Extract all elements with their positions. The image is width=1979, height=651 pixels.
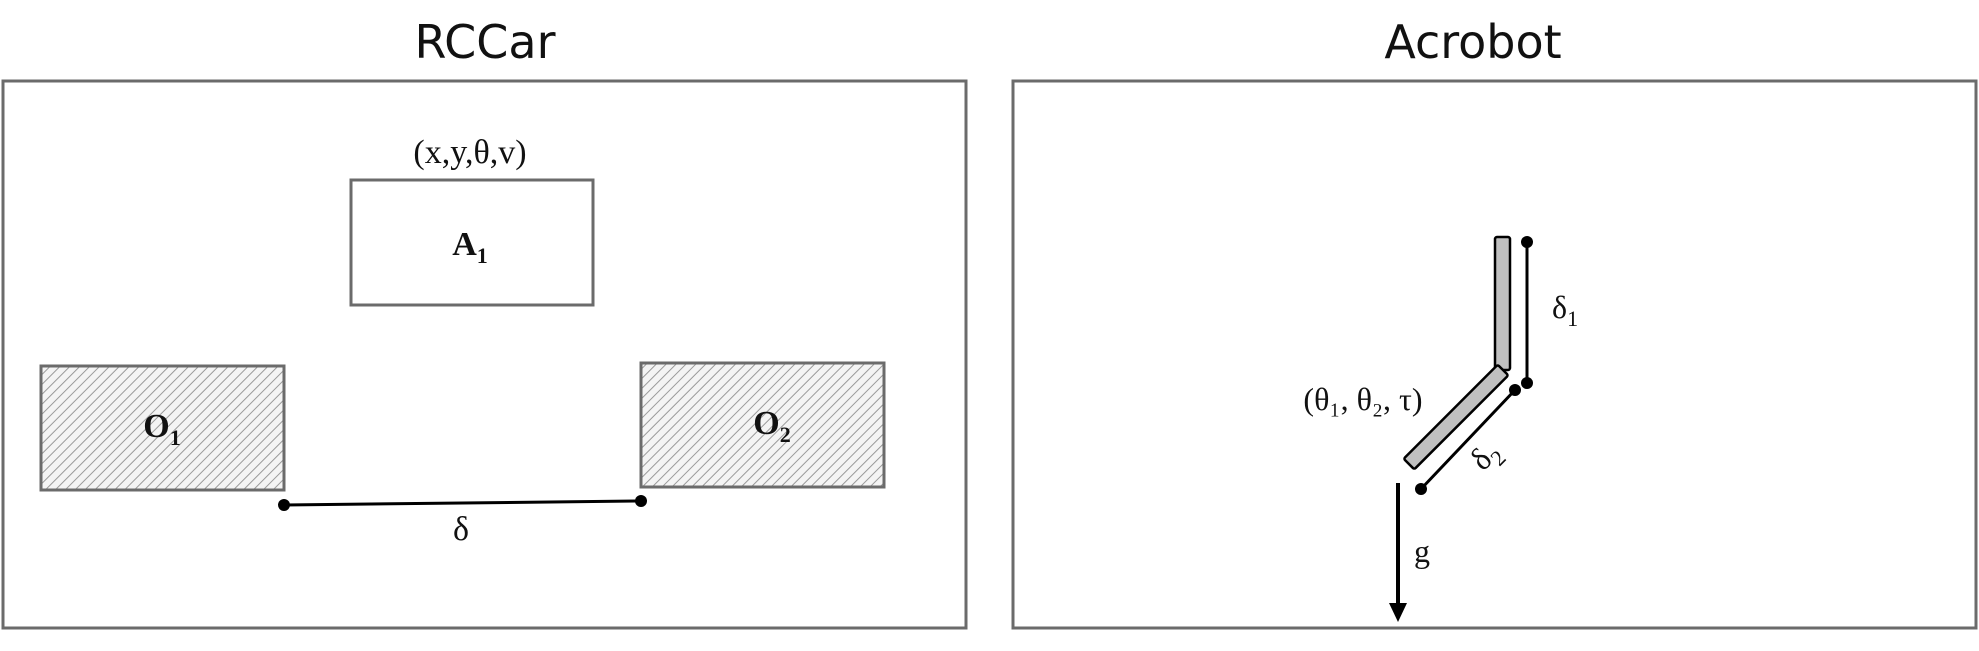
gravity-arrow-head (1389, 603, 1407, 622)
delta1-endpoint-bottom (1521, 377, 1533, 389)
gap-endpoint-right (635, 495, 647, 507)
acrobot-panel: Acrobot δ1 δ2 (θ₁, θ₂, τ) g (1011, 15, 1978, 630)
agent-box (349, 178, 595, 307)
obstacle-1 (39, 364, 286, 492)
obstacle-2 (639, 361, 886, 489)
rccar-frame (1, 79, 968, 630)
delta2-label: δ2 (1462, 433, 1510, 481)
delta2-endpoint-bottom (1415, 483, 1427, 495)
acrobot-link-1 (1493, 235, 1512, 372)
acrobot-title: Acrobot (1384, 15, 1561, 69)
delta1-label: δ1 (1552, 289, 1578, 331)
delta2-line (1419, 388, 1517, 491)
acrobot-frame (1011, 79, 1978, 630)
gravity-label: g (1414, 533, 1430, 569)
obstacle-1-label: O1 (143, 408, 180, 450)
acrobot-link-2 (1403, 364, 1509, 470)
agent-label: A1 (452, 226, 488, 268)
delta1-endpoint-top (1521, 236, 1533, 248)
rccar-panel: RCCar (x,y,θ,v) A1 O1 O2 δ (1, 15, 968, 630)
rccar-title: RCCar (414, 15, 555, 69)
obstacle-2-label: O2 (753, 405, 790, 447)
gap-endpoint-left (278, 499, 290, 511)
agent-state-label: (x,y,θ,v) (413, 134, 526, 171)
acrobot-state-label: (θ₁, θ₂, τ) (1303, 381, 1422, 417)
gap-line (283, 499, 642, 507)
gap-label: δ (453, 511, 469, 548)
delta2-endpoint-top (1509, 384, 1521, 396)
